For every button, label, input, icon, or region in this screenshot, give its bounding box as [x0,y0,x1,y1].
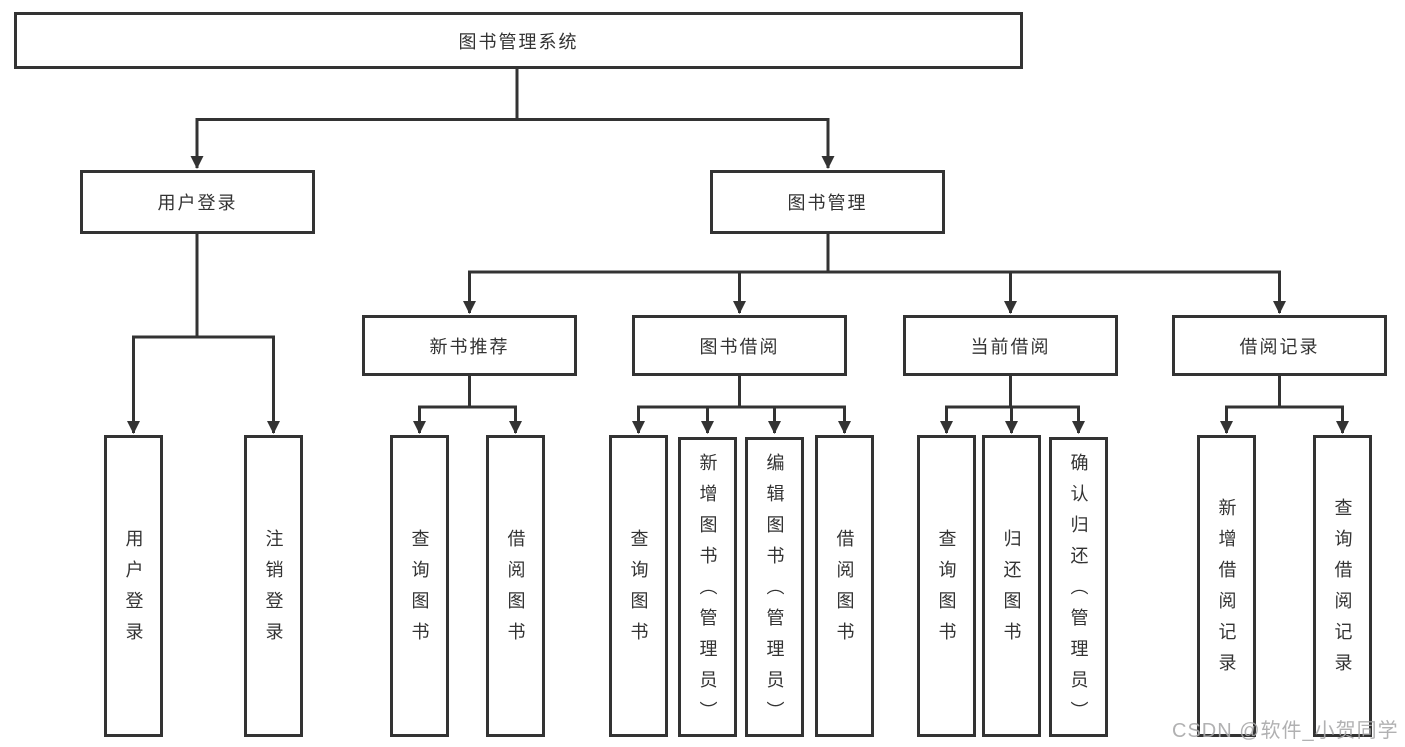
leaf-query-books-borrow: 查询图书 [609,435,668,737]
leaf-add-borrow-record: 新增借阅记录 [1197,435,1256,737]
leaf-query-borrow-record: 查询借阅记录 [1313,435,1372,737]
node-book-management-group: 图书管理 [710,170,945,234]
leaf-edit-books-admin: 编辑图书（管理员） [745,437,804,737]
node-library-management-system: 图书管理系统 [14,12,1023,69]
leaf-borrow-books: 借阅图书 [815,435,874,737]
leaf-query-books-current: 查询图书 [917,435,976,737]
leaf-add-books-admin: 新增图书（管理员） [678,437,737,737]
leaf-borrow-books-recommend: 借阅图书 [486,435,545,737]
node-new-book-recommend: 新书推荐 [362,315,577,376]
leaf-query-books-recommend: 查询图书 [390,435,449,737]
leaf-return-books: 归还图书 [982,435,1041,737]
leaf-user-login: 用户登录 [104,435,163,737]
leaf-logout: 注销登录 [244,435,303,737]
leaf-confirm-return-admin: 确认归还（管理员） [1049,437,1108,737]
node-user-login-group: 用户登录 [80,170,315,234]
csdn-watermark: CSDN @软件_小贺同学 [1172,720,1399,742]
node-borrow-records: 借阅记录 [1172,315,1387,376]
node-current-borrow: 当前借阅 [903,315,1118,376]
node-book-borrow: 图书借阅 [632,315,847,376]
